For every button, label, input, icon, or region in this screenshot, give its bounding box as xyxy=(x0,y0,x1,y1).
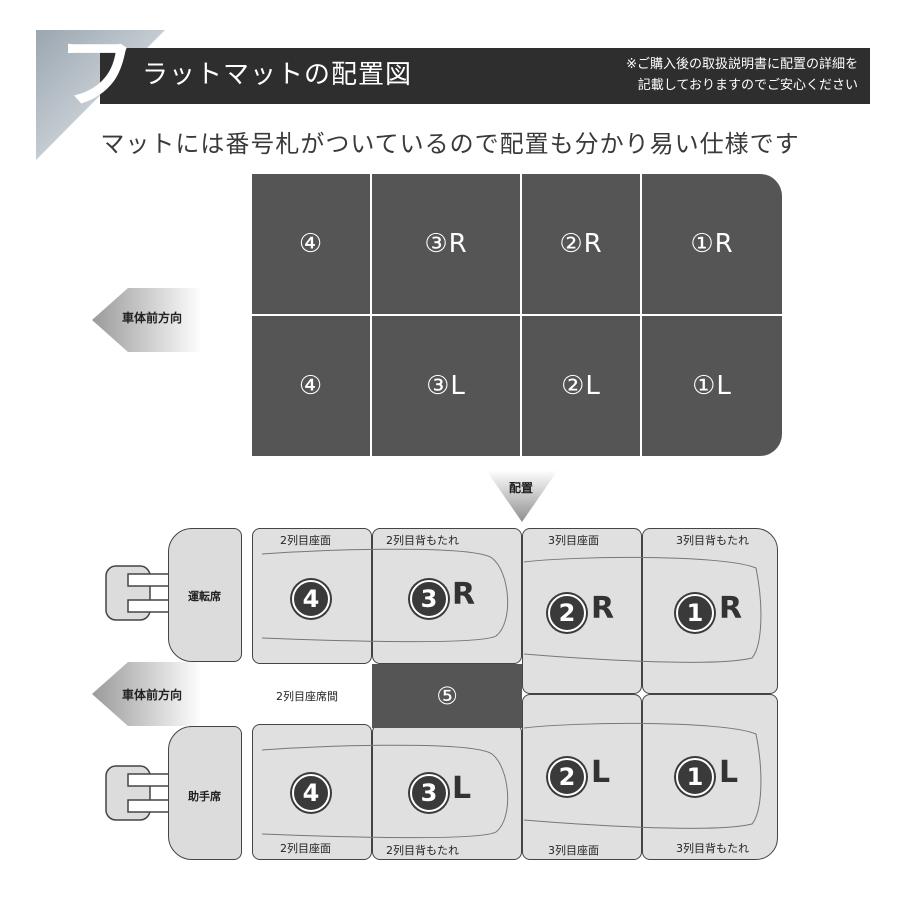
subtitle: マットには番号札がついているので配置も分かり易い仕様です xyxy=(100,130,800,158)
mat-number-badge: 2 xyxy=(548,758,586,796)
placement-arrow-icon xyxy=(486,470,558,522)
placement-label: 配置 xyxy=(509,481,534,495)
front-direction-arrow-icon xyxy=(92,662,202,726)
label-3rd-row-seat: 3列目座面 xyxy=(548,844,599,857)
header-bar xyxy=(100,48,870,104)
upper-seat-contours xyxy=(261,548,762,663)
mat-cell: ③L xyxy=(372,316,520,456)
mat-number-badge: 4 xyxy=(292,774,330,812)
label-3rd-row-back: 3列目背もたれ xyxy=(676,534,749,547)
mat-side-letter: L xyxy=(719,755,739,790)
label-2nd-row-seat: 2列目座面 xyxy=(280,534,331,547)
driver-seat-label: 運転席 xyxy=(188,590,221,603)
mat-number-badge: 3 xyxy=(410,580,448,618)
mat-number-badge: 1 xyxy=(676,758,714,796)
mat-side-letter: R xyxy=(719,591,743,626)
page-title: ラットマットの配置図 xyxy=(142,60,413,90)
label-2nd-row-seat: 2列目座面 xyxy=(280,842,331,855)
passenger-seat xyxy=(168,726,242,860)
header-note-line2: 記載しておりますのでご安心ください xyxy=(637,78,858,93)
mat-number-badge: 2 xyxy=(548,594,586,632)
mat-5: ⑤ xyxy=(372,664,522,728)
driver-seat xyxy=(168,528,242,662)
mat-number-badge: 4 xyxy=(292,580,330,618)
driver-headrest-icon xyxy=(105,565,170,621)
passenger-seat-label: 助手席 xyxy=(188,790,221,803)
front-direction-label: 車体前方向 xyxy=(122,311,183,325)
mat-side-letter: L xyxy=(591,755,611,790)
label-3rd-row-back: 3列目背もたれ xyxy=(676,842,749,855)
mat-cell: ①L xyxy=(642,316,782,456)
mat-cell: ②L xyxy=(522,316,640,456)
mat-top-grid: ④ ③R ②R ①R ④ ③L ②L ①L xyxy=(252,174,782,456)
mat-cell: ④ xyxy=(252,316,370,456)
header-note-line1: ※ご購入後の取扱説明書に配置の詳細を xyxy=(626,57,858,72)
label-2nd-row-back: 2列目背もたれ xyxy=(386,534,459,547)
label-2nd-row-back: 2列目背もたれ xyxy=(386,844,459,857)
front-direction-label: 車体前方向 xyxy=(122,688,183,702)
header-note: ※ご購入後の取扱説明書に配置の詳細を 記載しておりますのでご安心ください xyxy=(626,54,858,96)
passenger-headrest-icon xyxy=(105,765,170,821)
mat-cell: ①R xyxy=(642,174,782,314)
gap-label: 2列目座席間 xyxy=(276,690,338,703)
mat-cell: ③R xyxy=(372,174,520,314)
mat-side-letter: R xyxy=(452,577,476,612)
lower-seat-contours xyxy=(261,722,762,839)
mat-number-badge: 1 xyxy=(676,594,714,632)
mat-side-letter: R xyxy=(591,591,615,626)
mat-cell: ④ xyxy=(252,174,370,314)
mat-number-badge: 3 xyxy=(410,774,448,812)
section-letter: フ xyxy=(58,29,137,119)
front-direction-arrow-icon xyxy=(92,288,202,352)
label-3rd-row-seat: 3列目座面 xyxy=(548,534,599,547)
mat-side-letter: L xyxy=(452,771,472,806)
mat-cell: ②R xyxy=(522,174,640,314)
